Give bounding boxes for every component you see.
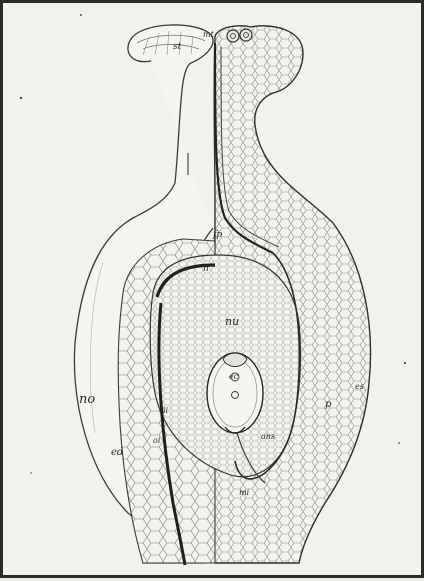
label-es: es	[355, 382, 364, 391]
label-ed: ed	[111, 447, 123, 458]
label-st: st	[173, 42, 182, 52]
label-ec: ec	[229, 372, 239, 381]
label-ans: ans	[261, 432, 275, 441]
botanical-section-illustration: st mt fp nu n ec es ii oi ans mi p no ed	[3, 3, 424, 581]
label-no: no	[79, 392, 95, 407]
label-ii: ii	[163, 406, 169, 415]
label-nu: nu	[225, 315, 239, 328]
label-oi: oi	[153, 436, 161, 445]
label-mi: mi	[239, 488, 250, 497]
label-n: n	[203, 264, 209, 274]
label-fp: fp	[212, 230, 222, 240]
label-mt: mt	[203, 30, 215, 39]
label-p: p	[325, 399, 332, 410]
